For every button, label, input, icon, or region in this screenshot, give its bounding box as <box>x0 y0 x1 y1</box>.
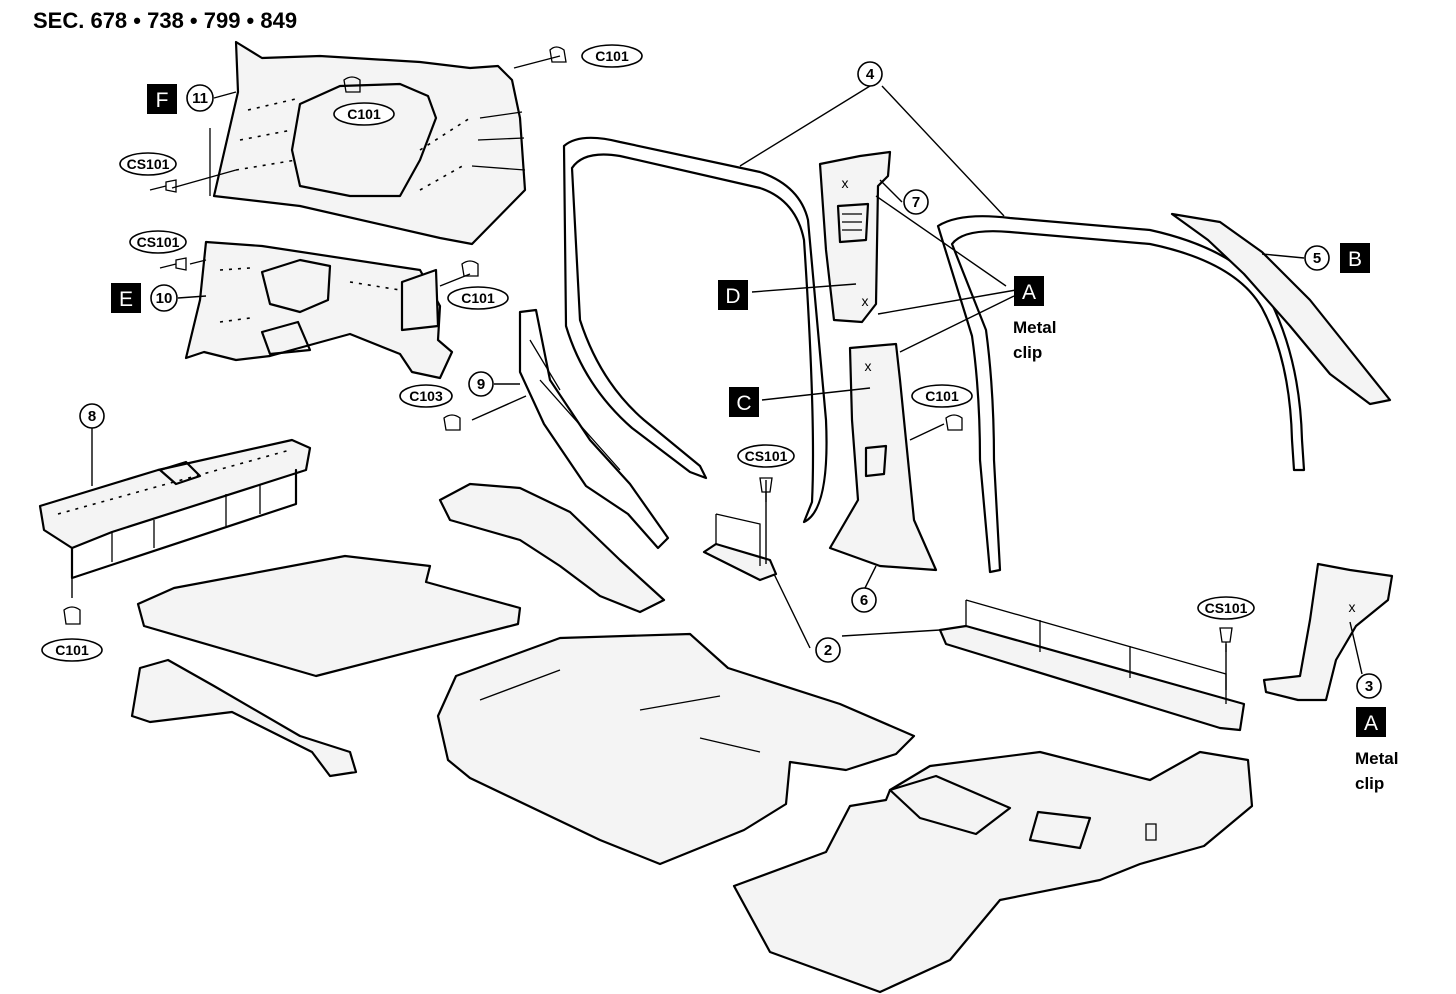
part-11-rear-quarter-upper-trim <box>209 40 527 246</box>
svg-text:10: 10 <box>156 290 173 307</box>
svg-text:C: C <box>736 392 751 415</box>
svg-text:B: B <box>1348 248 1362 271</box>
clip-icon <box>63 606 81 625</box>
section-reference: SEC. 678 • 738 • 799 • 849 <box>33 8 297 33</box>
callout-4: 4 <box>857 61 883 87</box>
svg-text:4: 4 <box>866 66 875 83</box>
clip-label-c103: C103 <box>399 384 453 408</box>
screw-icon <box>1219 627 1233 652</box>
svg-text:9: 9 <box>477 376 485 393</box>
clip-icon <box>945 414 963 431</box>
callout-9: 9 <box>468 371 494 397</box>
callout-3: 3 <box>1356 673 1382 699</box>
part-3-dash-side-finisher <box>1262 562 1394 702</box>
svg-text:C101: C101 <box>347 106 381 122</box>
svg-text:CS101: CS101 <box>127 156 170 172</box>
part-8-rear-parcel-shelf <box>38 438 312 580</box>
svg-text:F: F <box>156 89 169 112</box>
x-mark: x <box>862 293 869 309</box>
svg-text:C101: C101 <box>461 290 495 306</box>
clip-label-cs101-right: CS101 <box>1197 596 1255 620</box>
clip-label-c101-mid: C101 <box>447 286 509 310</box>
x-mark: x <box>865 358 872 374</box>
callout-2: 2 <box>815 637 841 663</box>
clip-label-c101-inner: C101 <box>333 102 395 126</box>
svg-text:3: 3 <box>1365 678 1373 695</box>
part-6-center-pillar-lower-trim <box>828 342 938 572</box>
svg-text:A: A <box>1364 712 1378 735</box>
tag-b: B <box>1340 243 1370 273</box>
svg-text:CS101: CS101 <box>137 234 180 250</box>
svg-text:C103: C103 <box>409 388 443 404</box>
part-2-front-kicking-plate <box>702 513 778 582</box>
part-5-roof-side-trim <box>1170 212 1392 406</box>
tag-c: C <box>729 387 759 417</box>
rear-floor-carpet <box>436 632 916 866</box>
svg-text:C101: C101 <box>925 388 959 404</box>
svg-text:5: 5 <box>1313 250 1321 267</box>
leader-lines <box>71 55 1363 690</box>
x-mark: x <box>1349 599 1356 615</box>
svg-text:11: 11 <box>192 90 208 107</box>
trunk-floor-board <box>136 554 522 678</box>
tag-f: F <box>147 84 177 114</box>
svg-text:A: A <box>1022 281 1036 304</box>
tag-a-right: A <box>1356 707 1386 737</box>
svg-text:8: 8 <box>88 408 96 425</box>
callout-5: 5 <box>1304 245 1330 271</box>
note-metal-clip-right: Metal <box>1355 749 1398 768</box>
x-mark: x <box>842 175 849 191</box>
clip-label-cs101-left: CS101 <box>119 152 177 176</box>
rear-side-finisher-lower <box>130 658 358 778</box>
part-7-front-pillar-upper-trim <box>818 150 892 324</box>
clip-label-cs101-mid: CS101 <box>129 230 187 254</box>
svg-text:D: D <box>725 285 740 308</box>
part-2-rear-kicking-plate <box>938 599 1246 732</box>
svg-text:C101: C101 <box>55 642 89 658</box>
front-floor-carpet <box>732 750 1254 994</box>
svg-text:E: E <box>119 288 133 311</box>
clip-label-cs101-sill: CS101 <box>737 444 795 468</box>
callout-8: 8 <box>79 403 105 429</box>
clip-icon <box>461 260 479 277</box>
svg-text:CS101: CS101 <box>1205 600 1248 616</box>
clip-label-c101-bottom: C101 <box>41 638 103 662</box>
tag-d: D <box>718 280 748 310</box>
clip-label-c101-pillar: C101 <box>911 384 973 408</box>
callout-7: 7 <box>903 189 929 215</box>
callout-10: 10 <box>150 284 178 312</box>
note-metal-clip-mid: Metal <box>1013 318 1056 337</box>
svg-text:6: 6 <box>860 592 868 609</box>
tag-e: E <box>111 283 141 313</box>
callout-11: 11 <box>186 84 214 112</box>
clip-label-c101-top: C101 <box>581 44 643 68</box>
svg-text:7: 7 <box>912 194 920 211</box>
screw-icon <box>149 179 177 193</box>
clip-glyphs <box>63 46 1233 652</box>
wheel-house-finisher <box>438 482 666 614</box>
svg-text:CS101: CS101 <box>745 448 788 464</box>
part-4-rear-door-weatherstrip <box>936 215 1306 574</box>
screw-icon <box>759 477 773 502</box>
svg-text:2: 2 <box>824 642 832 659</box>
svg-text:C101: C101 <box>595 48 629 64</box>
note-metal-clip-mid-2: clip <box>1013 343 1042 362</box>
clip-icon <box>343 76 361 93</box>
part-9-pillar-strip <box>518 308 670 550</box>
screw-icon <box>159 257 187 271</box>
tag-a-mid: A <box>1014 276 1044 306</box>
callout-6: 6 <box>851 587 877 613</box>
clip-icon <box>443 414 461 431</box>
part-4-front-door-weatherstrip <box>562 136 828 524</box>
part-10-rear-quarter-lower-trim <box>184 240 454 380</box>
note-metal-clip-right-2: clip <box>1355 774 1384 793</box>
clip-icon <box>549 46 567 63</box>
